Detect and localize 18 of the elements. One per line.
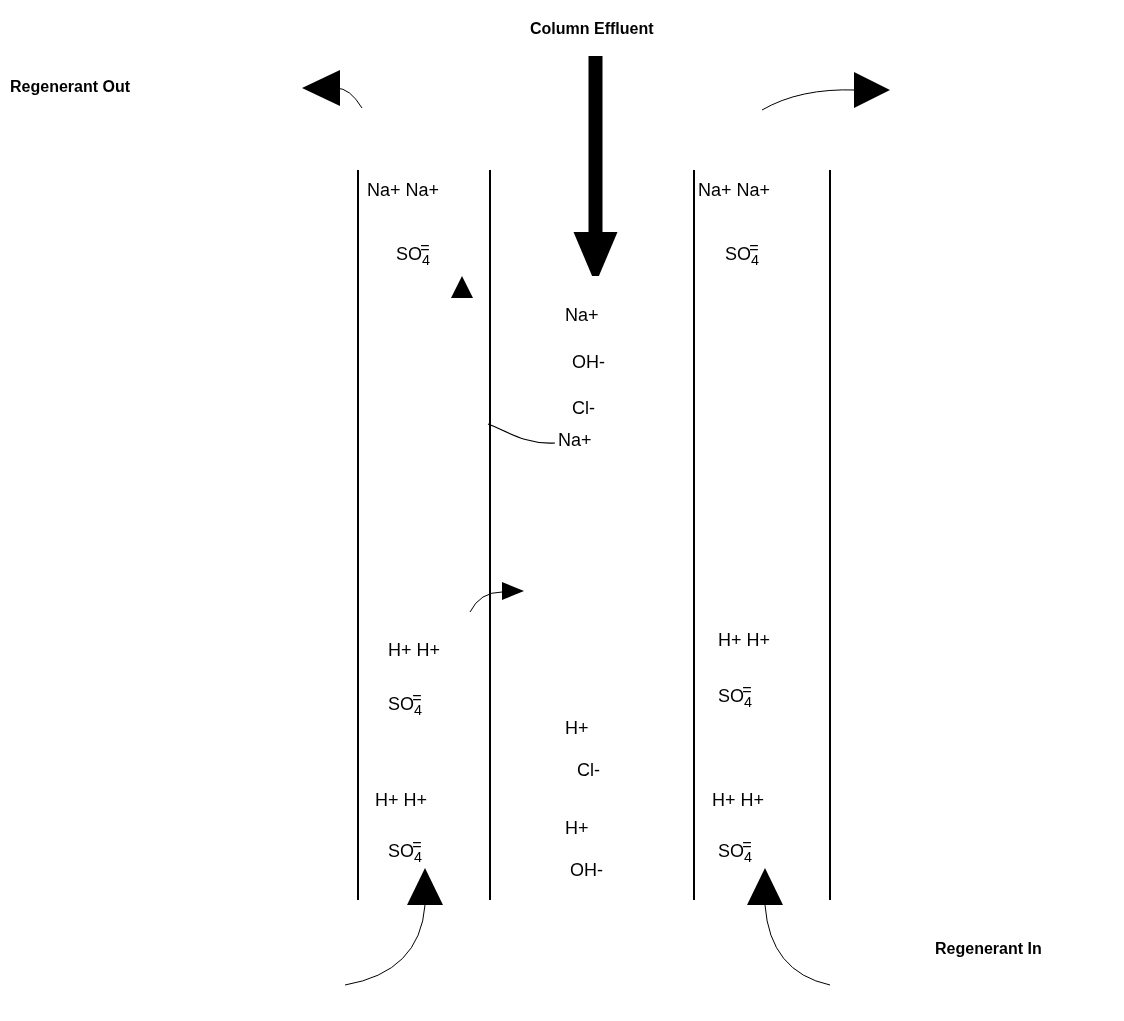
ion-label: H+ H+	[712, 790, 765, 811]
ion-label: H+ H+	[375, 790, 428, 811]
leader-line	[487, 423, 556, 444]
ion-label: OH-	[572, 352, 605, 373]
ion-label: OH-	[570, 860, 603, 881]
ion-label: Na+ Na+	[698, 180, 771, 201]
ion-label: H+ H+	[718, 630, 771, 651]
ion-label: H+	[565, 818, 589, 839]
ion-label: Na+	[565, 305, 599, 326]
ion-label: H+	[565, 718, 589, 739]
flow-label: Regenerant Out	[10, 78, 130, 96]
ion-label: Cl-	[577, 760, 600, 781]
ion-label: H+ H+	[388, 640, 441, 661]
ion-label: Na+	[558, 430, 592, 450]
ion-label: Cl-	[572, 398, 595, 419]
ion-label: Na+ Na+	[367, 180, 440, 201]
flow-label: Column Effluent	[530, 20, 654, 37]
flow-label: Regenerant In	[935, 940, 1042, 958]
